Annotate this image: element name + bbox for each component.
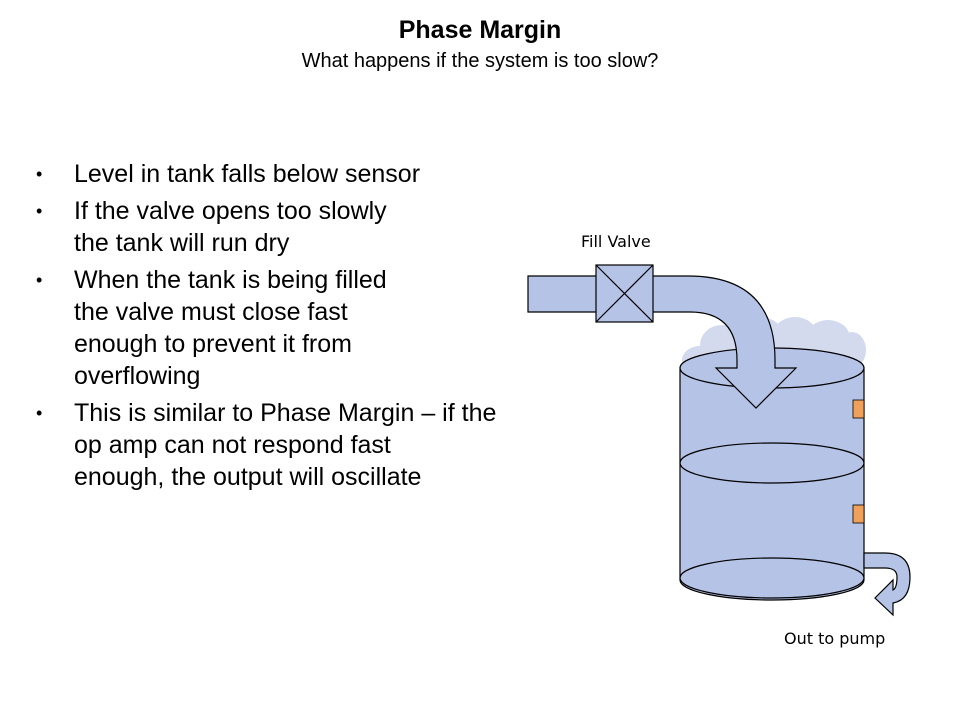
upper-level-sensor bbox=[852, 399, 865, 419]
fill-valve-icon bbox=[595, 264, 654, 323]
bullet-item: • Level in tank falls below sensor bbox=[36, 158, 614, 190]
inlet-pipe bbox=[527, 275, 798, 409]
bullet-dot-icon: • bbox=[36, 164, 43, 184]
bullet-text: This is similar to Phase Margin – if the… bbox=[74, 399, 497, 491]
bullet-item: • When the tank is being filled the valv… bbox=[36, 264, 614, 392]
out-to-pump-label: Out to pump bbox=[784, 629, 886, 648]
outlet-arrow-icon bbox=[863, 552, 911, 617]
tank-body bbox=[679, 367, 865, 601]
water-level bbox=[679, 442, 865, 484]
bullet-text: Level in tank falls below sensor bbox=[74, 160, 421, 188]
tank-bottom bbox=[679, 557, 865, 599]
lower-level-sensor bbox=[852, 504, 865, 524]
bullet-list: • Level in tank falls below sensor • If … bbox=[36, 158, 614, 498]
bullet-item: • This is similar to Phase Margin – if t… bbox=[36, 397, 614, 493]
fill-valve-label: Fill Valve bbox=[581, 232, 651, 251]
slide-title: Phase Margin bbox=[398, 16, 562, 44]
bullet-item: • If the valve opens too slowly the tank… bbox=[36, 195, 614, 259]
bullet-text: If the valve opens too slowly the tank w… bbox=[74, 197, 387, 257]
slide-subtitle: What happens if the system is too slow? bbox=[301, 50, 659, 72]
bullet-text: When the tank is being filled the valve … bbox=[74, 266, 387, 390]
bullet-dot-icon: • bbox=[36, 270, 43, 290]
bullet-dot-icon: • bbox=[36, 201, 43, 221]
bullet-dot-icon: • bbox=[36, 403, 43, 423]
